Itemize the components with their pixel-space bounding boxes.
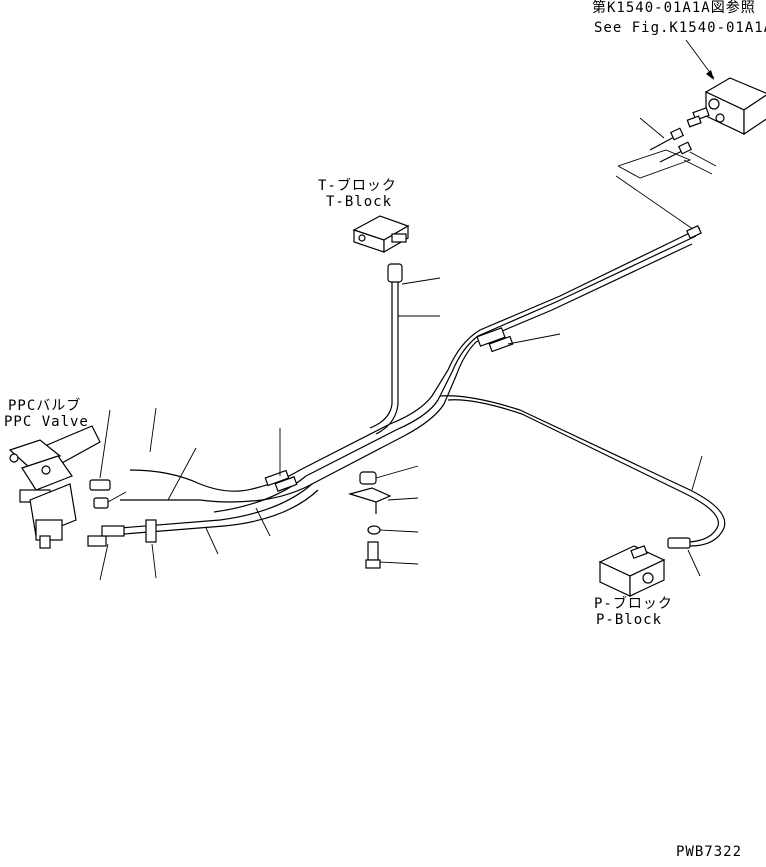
ppc-fittings — [89, 409, 127, 581]
t-block-part — [352, 215, 410, 254]
t-block-label-en: T-Block — [326, 194, 392, 210]
upper-bolts — [617, 117, 717, 179]
p-block-part — [598, 545, 666, 597]
lower-hose-bundle — [119, 407, 319, 579]
upper-valve-block — [686, 77, 766, 136]
p-block-hose — [439, 395, 726, 577]
t-block-hose — [369, 263, 441, 435]
reference-arrow — [685, 39, 715, 80]
upper-hose-bundle — [120, 175, 702, 503]
ppc-valve-label-jp: PPCバルブ — [8, 397, 81, 414]
t-block-label-jp: T-ブロック — [318, 177, 397, 194]
reference-label-jp: 第K1540-01A1A図参照 — [592, 0, 756, 16]
reference-label-en: See Fig.K1540-01A1A — [594, 20, 766, 36]
clamp-parts-stack — [347, 465, 419, 569]
drawing-number: PWB7322 — [676, 844, 742, 860]
upper-clamp — [476, 327, 561, 353]
ppc-valve-label-en: PPC Valve — [4, 414, 89, 430]
p-block-label-en: P-Block — [596, 612, 662, 628]
p-block-label-jp: P-ブロック — [594, 595, 673, 612]
ppc-valve-part — [8, 425, 125, 549]
